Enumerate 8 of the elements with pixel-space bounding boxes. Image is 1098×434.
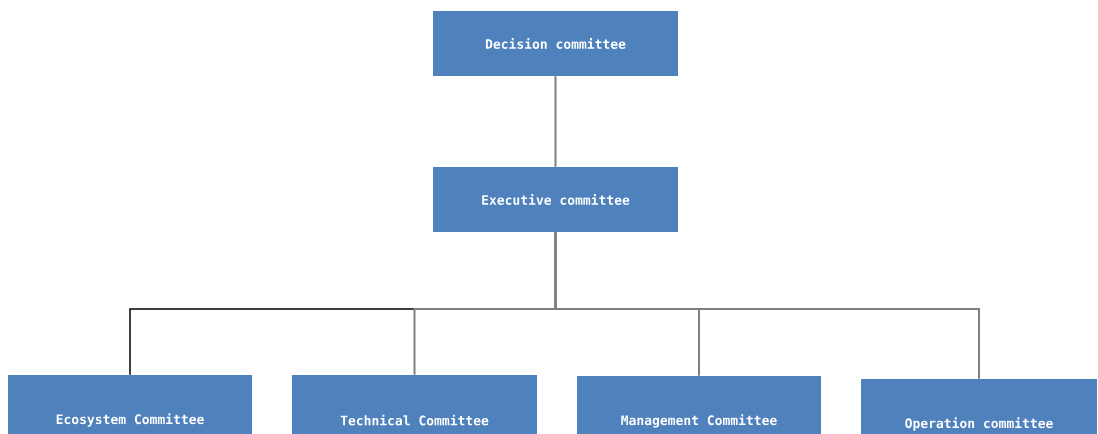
committee-box: Management Committee [577,376,821,434]
committee-box: Technical Committee [292,375,537,434]
committee-box: Ecosystem Committee [8,375,252,434]
connector-line [554,231,980,380]
committee-box: Operation committee [861,379,1097,434]
connector-line [554,75,557,168]
committee-box: Decision committee [433,11,678,76]
committee-box: Executive committee [433,167,678,232]
